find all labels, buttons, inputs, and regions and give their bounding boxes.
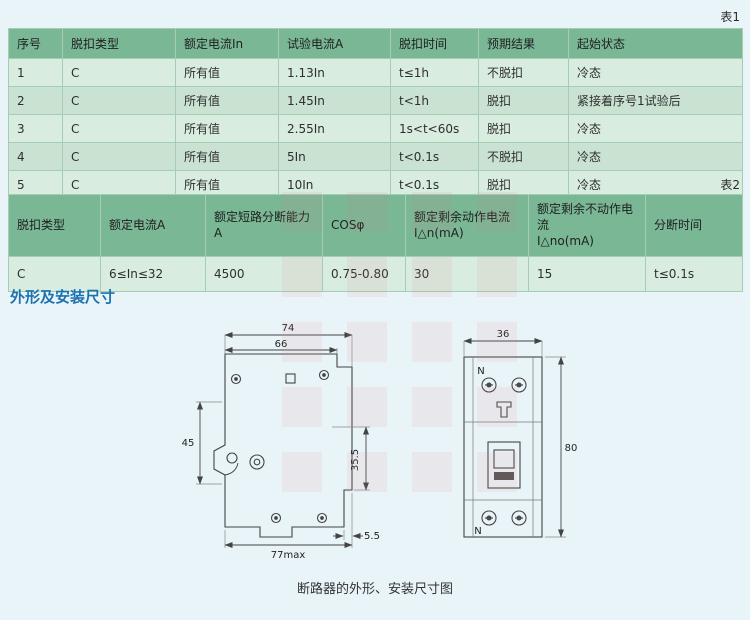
table-cell: C (62, 114, 176, 143)
table-cell: C (62, 58, 176, 87)
table-cell: 1.45In (278, 86, 391, 115)
table2-header-cell: 分断时间 (645, 194, 743, 257)
table-row: 1 C 所有值 1.13In t≤1h 不脱扣 冷态 (8, 58, 743, 87)
table-cell: 15 (528, 255, 646, 292)
table1-header-cell: 起始状态 (568, 28, 743, 59)
table-cell: 6≤In≤32 (100, 255, 206, 292)
table1-header-cell: 试验电流A (278, 28, 391, 59)
dim-80-label: 80 (565, 443, 578, 454)
table-cell: 1.13In (278, 58, 391, 87)
dim-5-5-label: 5.5 (364, 531, 380, 542)
table-cell: 2.55In (278, 114, 391, 143)
table-cell: 冷态 (568, 58, 743, 87)
drawing-caption: 断路器的外形、安装尺寸图 (296, 582, 453, 597)
dim-66-label: 66 (275, 339, 288, 350)
table-cell: 所有值 (175, 86, 279, 115)
table-cell: C (8, 255, 101, 292)
dimension-labels: 74 66 45 35.5 77max 5.5 36 80 N N (182, 323, 578, 561)
table-row: C 6≤In≤32 4500 0.75-0.80 30 15 t≤0.1s (8, 255, 743, 292)
table2-header-cell: COSφ (322, 194, 406, 257)
table2-header-cell: 额定电流A (100, 194, 206, 257)
table-row: 4 C 所有值 5In t<0.1s 不脱扣 冷态 (8, 142, 743, 171)
table-cell: 2 (8, 86, 63, 115)
breaker-front-view (463, 356, 543, 538)
table2-header-cell: 额定短路分断能力A (205, 194, 323, 257)
dim-74-label: 74 (282, 323, 295, 334)
neutral-bottom-label: N (474, 526, 481, 537)
table1-header-cell: 脱扣类型 (62, 28, 176, 59)
table-cell: 3 (8, 114, 63, 143)
table2-header-cell: 脱扣类型 (8, 194, 101, 257)
table1-header-cell: 额定电流In (175, 28, 279, 59)
table-cell: 4 (8, 142, 63, 171)
table-cell: 所有值 (175, 58, 279, 87)
technical-drawing-svg: 74 66 45 35.5 77max 5.5 36 80 N N (182, 323, 578, 561)
table-cell: t≤1h (390, 58, 479, 87)
table1-header-row: 序号 脱扣类型 额定电流In 试验电流A 脱扣时间 预期结果 起始状态 (8, 28, 743, 59)
table1-tag: 表1 (720, 10, 740, 24)
neutral-top-label: N (477, 366, 484, 377)
table2-ratings: 脱扣类型 额定电流A 额定短路分断能力A COSφ 额定剩余动作电流 I△n(m… (8, 194, 743, 292)
table-cell: 30 (405, 255, 529, 292)
dimension-lines-right (463, 338, 564, 538)
table-cell: 所有值 (175, 142, 279, 171)
table-cell: t≤0.1s (645, 255, 743, 292)
table-cell: C (62, 86, 176, 115)
table-cell: 4500 (205, 255, 323, 292)
table-cell: 脱扣 (478, 114, 569, 143)
table-row: 2 C 所有值 1.45In t<1h 脱扣 紧接着序号1试验后 (8, 86, 743, 115)
table2-header-cell: 额定剩余动作电流 I△n(mA) (405, 194, 529, 257)
table-cell: 冷态 (568, 114, 743, 143)
table1-header-cell: 脱扣时间 (390, 28, 479, 59)
table-cell: C (62, 142, 176, 171)
table-cell: 5In (278, 142, 391, 171)
table-cell: t<0.1s (390, 142, 479, 171)
table-cell: 0.75-0.80 (322, 255, 406, 292)
table1-header-cell: 预期结果 (478, 28, 569, 59)
table-cell: 不脱扣 (478, 142, 569, 171)
table-cell: 脱扣 (478, 86, 569, 115)
dim-45-label: 45 (182, 438, 195, 449)
dimension-drawing: 74 66 45 35.5 77max 5.5 36 80 N N (172, 322, 582, 570)
table-cell: 所有值 (175, 114, 279, 143)
dim-36-label: 36 (497, 329, 510, 340)
table-cell: 冷态 (568, 142, 743, 171)
table2-tag: 表2 (720, 178, 740, 192)
table-cell: t<1h (390, 86, 479, 115)
table-cell: 1 (8, 58, 63, 87)
table1-header-cell: 序号 (8, 28, 63, 59)
section-title: 外形及安装尺寸 (10, 288, 116, 306)
table1-trip-characteristics: 序号 脱扣类型 额定电流In 试验电流A 脱扣时间 预期结果 起始状态 1 C … (8, 28, 743, 199)
dim-35-5-label: 35.5 (350, 449, 361, 471)
table-cell: 1s<t<60s (390, 114, 479, 143)
breaker-side-view (213, 353, 353, 538)
dim-77max-label: 77max (271, 550, 306, 561)
table-cell: 紧接着序号1试验后 (568, 86, 743, 115)
table-row: 3 C 所有值 2.55In 1s<t<60s 脱扣 冷态 (8, 114, 743, 143)
dimension-lines-left (197, 332, 369, 548)
table2-header-cell: 额定剩余不动作电流 I△no(mA) (528, 194, 646, 257)
table-cell: 不脱扣 (478, 58, 569, 87)
table2-header-row: 脱扣类型 额定电流A 额定短路分断能力A COSφ 额定剩余动作电流 I△n(m… (8, 194, 743, 257)
